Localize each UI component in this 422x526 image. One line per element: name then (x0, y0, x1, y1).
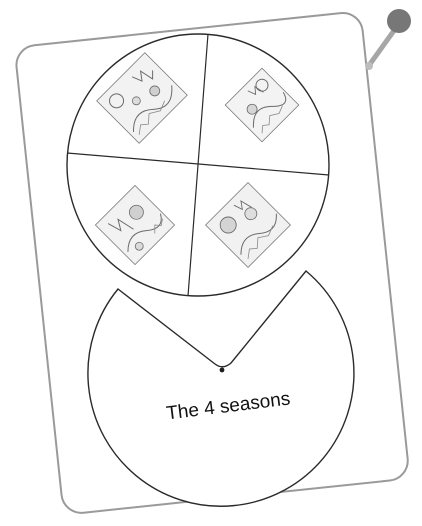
center-pivot-dot (220, 368, 225, 373)
pushpin-icon (365, 9, 411, 70)
seasons-wheel (67, 34, 329, 296)
pin-tip-shadow (365, 62, 373, 70)
pin-head (387, 9, 411, 33)
